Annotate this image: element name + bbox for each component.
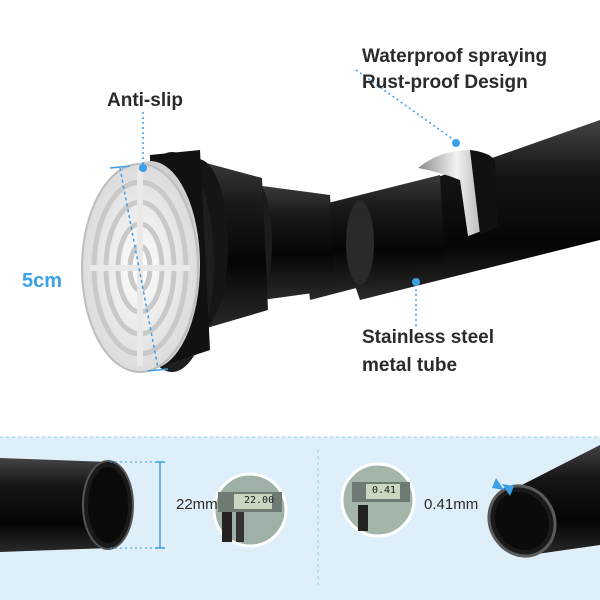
waterproof-label-line1: Waterproof spraying — [362, 46, 548, 67]
middle-tube — [300, 175, 445, 300]
tube-cross-section-right — [487, 445, 600, 558]
diameter-tick-top — [109, 165, 131, 169]
rubber-pad-icon — [81, 163, 199, 373]
waterproof-label-line2: Rust-proof Design — [362, 72, 528, 93]
caliper-readout-2: 0.41 — [372, 485, 397, 496]
stainless-label-line2: metal tube — [362, 355, 458, 376]
tube-diameter-label: 22mm — [176, 496, 218, 513]
anti-slip-dot — [139, 164, 147, 172]
thickness-arrow-top — [492, 478, 504, 490]
diameter-label: 5cm — [22, 270, 63, 292]
thickness-arrow-bottom — [502, 484, 514, 496]
stainless-dot — [412, 278, 420, 286]
waterproof-leader — [355, 69, 455, 141]
tube-cross-section-left — [0, 458, 134, 552]
diameter-tick-bottom — [147, 368, 169, 372]
caliper-photo-icon-2 — [340, 462, 416, 538]
caliper-readout-1: 22.00 — [244, 495, 275, 506]
wall-thickness-label: 0.41mm — [424, 496, 479, 513]
stainless-label-line1: Stainless steel — [362, 327, 495, 348]
anti-slip-label: Anti-slip — [107, 90, 183, 111]
waterproof-dot — [452, 139, 460, 147]
diameter-line — [119, 167, 159, 369]
caliper-photo-icon — [212, 472, 288, 548]
